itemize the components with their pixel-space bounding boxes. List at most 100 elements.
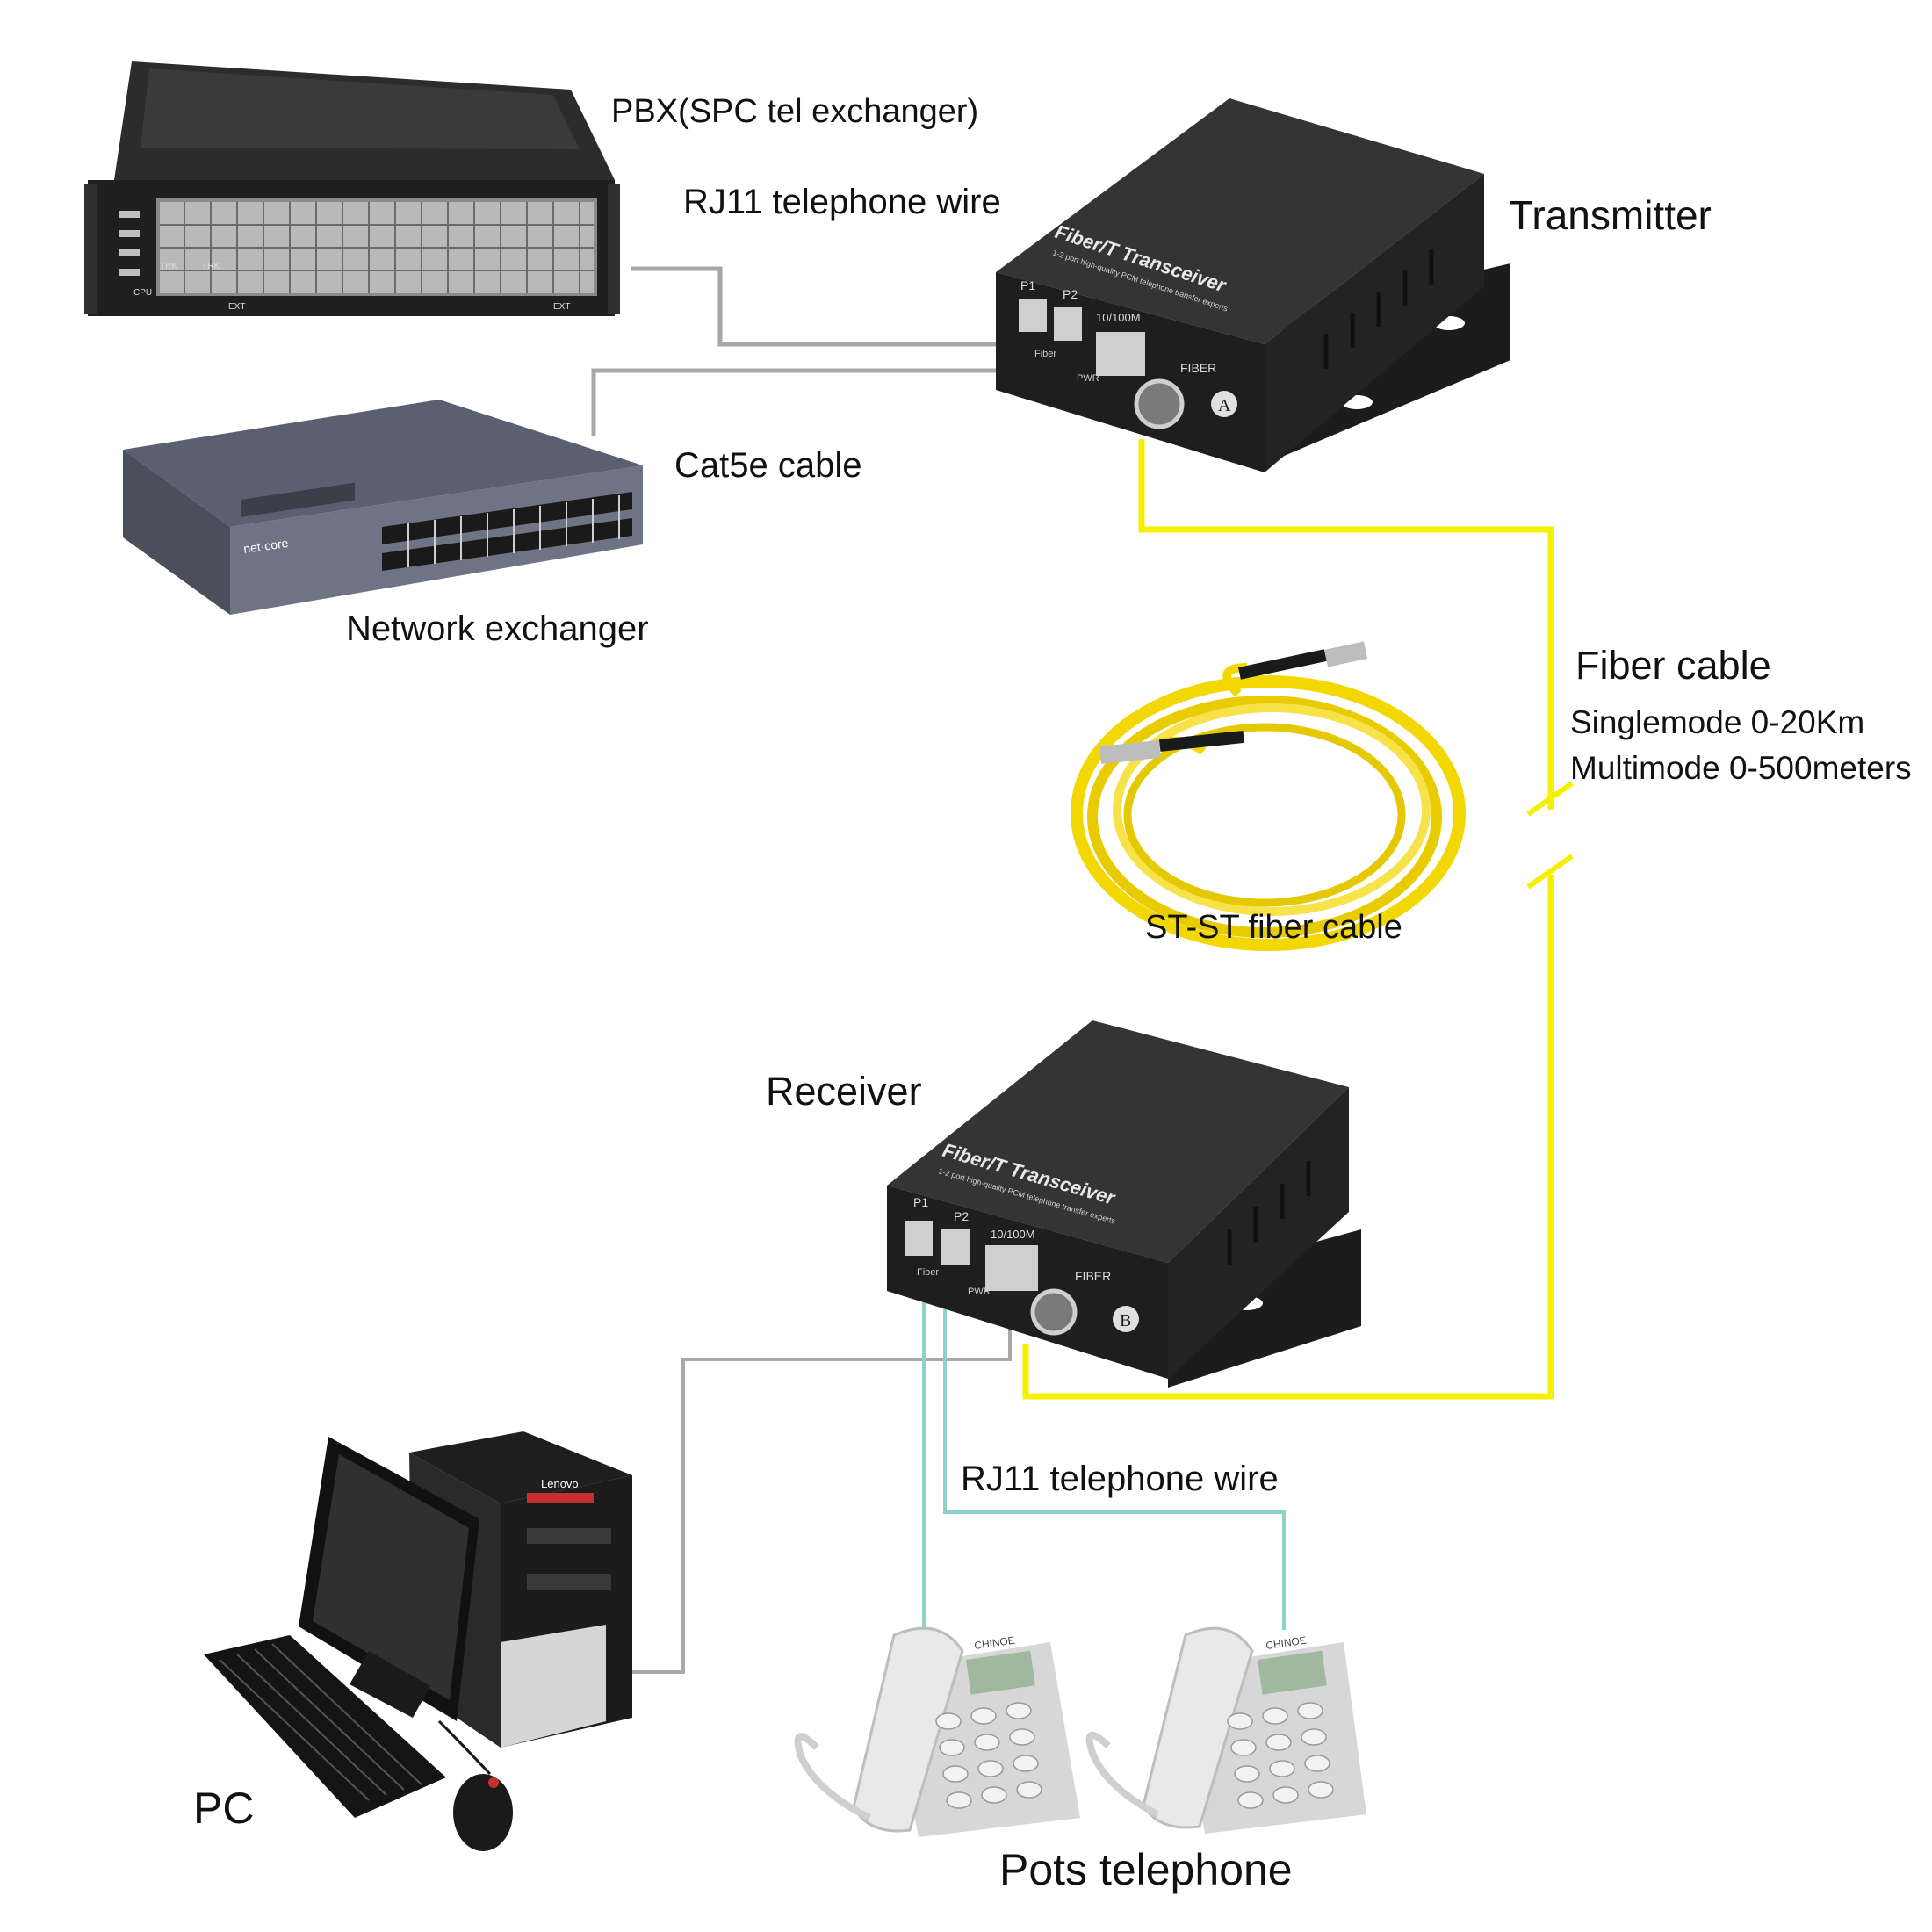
receiver-port-fiber: FIBER (1075, 1269, 1111, 1283)
phone-1-handset (852, 1626, 964, 1833)
rj11-cable-phone-2 (943, 1291, 1286, 1630)
pc-device: Lenovo (204, 1431, 632, 1851)
transmitter-st-connector (1134, 378, 1185, 429)
st-connector-left-boot (1159, 730, 1244, 752)
st-connector-top-boot (1237, 649, 1327, 680)
pc-drive-bay-2 (527, 1574, 611, 1590)
pc-drive-bay-1 (527, 1528, 611, 1544)
switch-ports (382, 492, 632, 571)
fiber-reel-loop-2 (1087, 696, 1442, 938)
phone-2-cord (1085, 1732, 1159, 1818)
receiver-right (1168, 1087, 1349, 1379)
st-connector-left-head (1099, 739, 1161, 764)
pc-mouse-wheel (488, 1777, 499, 1788)
pots-telephone-1: CHINOE (794, 1626, 1080, 1837)
switch-side (123, 450, 230, 615)
fiber-cable-label: Fiber cable (1575, 643, 1771, 688)
pc-mouse (453, 1774, 513, 1851)
phone-2-keypad (1227, 1702, 1334, 1809)
fiber-break-mark-upper (1526, 781, 1574, 817)
transmitter-led-fiber: Fiber (1034, 349, 1056, 359)
transmitter-vents (1323, 249, 1434, 369)
rj11-wire-bottom-label: RJ11 telephone wire (961, 1460, 1279, 1498)
pbx-rack-ear-left (84, 184, 97, 314)
transmitter-rj11-ports (1019, 299, 1082, 341)
receiver-label: Receiver (766, 1069, 922, 1114)
receiver-badge-circle (1113, 1306, 1139, 1332)
fiber-break-mark-lower (1526, 854, 1574, 890)
transmitter-badge-circle (1211, 391, 1237, 417)
receiver-led-fiber: Fiber (917, 1267, 939, 1278)
fiber-cable-top (1138, 439, 1554, 810)
pbx-panel-cpu: CPU (133, 288, 152, 298)
transmitter-rj45-port (1096, 332, 1145, 376)
transmitter-right (1265, 174, 1484, 472)
pbx-label: PBX(SPC tel exchanger) (611, 93, 979, 130)
pots-telephone-label: Pots telephone (999, 1845, 1293, 1894)
pc-tower-top (409, 1431, 632, 1503)
phone-1-display (965, 1650, 1035, 1695)
phone-2-brand: CHINOE (1265, 1634, 1307, 1652)
pc-brand-strip (527, 1493, 594, 1503)
switch-brand: net·core (242, 536, 289, 556)
switch-front (230, 465, 643, 615)
transmitter-port-p1: P1 (1020, 278, 1035, 292)
pc-monitor-screen (313, 1454, 469, 1700)
transmitter-badge: A (1218, 396, 1231, 415)
transmitter-port-lan: 10/100M (1096, 311, 1141, 324)
st-connector-top-head (1324, 641, 1368, 667)
transmitter-device: Fiber/T Transceiver 1-2 port high-qualit… (996, 98, 1510, 472)
pc-monitor-stand (350, 1651, 430, 1718)
phone-2-display (1257, 1650, 1327, 1695)
pbx-device: TRK TRK EXT EXT CPU (84, 61, 620, 316)
pbx-rack-ear-right (608, 184, 620, 314)
fiber-reel-loop-4 (1123, 723, 1406, 907)
receiver-vents (1227, 1161, 1311, 1265)
receiver-port-lan: 10/100M (991, 1228, 1035, 1241)
fiber-cable-bottom (1022, 875, 1554, 1400)
st-st-fiber-reel (1071, 663, 1466, 951)
fiber-reel-loop-3 (1113, 703, 1431, 916)
transmitter-top (996, 98, 1484, 344)
pc-brand: Lenovo (541, 1477, 579, 1490)
phone-1-keypad (935, 1702, 1042, 1809)
pc-cable (615, 1323, 1024, 1674)
receiver-badge: B (1120, 1311, 1131, 1330)
receiver-led-pwr: PWR (968, 1287, 991, 1297)
pbx-top-highlight (141, 68, 580, 149)
pots-telephone-2: CHINOE (1085, 1626, 1366, 1834)
st-connectors (1099, 641, 1368, 764)
fiber-reel-loop-1 (1071, 675, 1466, 951)
switch-label-bar (241, 482, 355, 518)
receiver-port-p1: P1 (913, 1195, 928, 1209)
pbx-leds (119, 211, 140, 276)
rj11-wire-top-label: RJ11 telephone wire (683, 183, 1001, 221)
pc-mouse-cord (437, 1719, 492, 1776)
st-st-fiber-cable-label: ST-ST fiber cable (1145, 909, 1402, 946)
network-switch-device: net·core (123, 400, 643, 615)
pbx-ports (160, 202, 594, 293)
receiver-rj11-ports (905, 1221, 970, 1265)
pbx-panel-trk-2: TRK (202, 262, 220, 271)
multimode-label: Multimode 0-500meters (1570, 750, 1912, 786)
cat5e-cable (591, 368, 1080, 436)
switch-top (123, 400, 643, 527)
transmitter-port-fiber: FIBER (1180, 361, 1216, 375)
rj11-cable-top (631, 266, 1043, 347)
receiver-device: Fiber/T Transceiver 1-2 port high-qualit… (887, 1020, 1361, 1388)
cat5e-cable-label: Cat5e cable (674, 446, 862, 485)
singlemode-label: Singlemode 0-20Km (1570, 704, 1865, 740)
phone-2-handset (1142, 1626, 1254, 1829)
phone-1-cord (794, 1733, 871, 1821)
receiver-port-p2: P2 (954, 1209, 969, 1223)
receiver-top (887, 1020, 1349, 1263)
receiver-rj45-port (985, 1245, 1038, 1291)
pbx-panel-ext-2: EXT (553, 302, 570, 312)
transmitter-led-pwr: PWR (1077, 373, 1099, 384)
pbx-panel-ext-1: EXT (228, 302, 245, 312)
transmitter-port-p2: P2 (1063, 287, 1078, 301)
receiver-st-connector (1030, 1288, 1078, 1336)
transmitter-label: Transmitter (1509, 192, 1712, 238)
pbx-panel-trk-1: TRK (160, 262, 177, 271)
